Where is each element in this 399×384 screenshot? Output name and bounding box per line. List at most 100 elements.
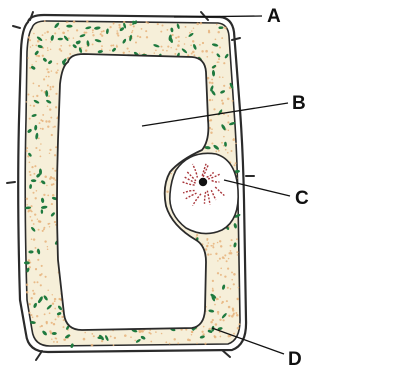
granule (193, 27, 194, 28)
granule (236, 298, 238, 300)
granule (210, 245, 212, 247)
granule (110, 45, 112, 47)
granule (47, 126, 49, 128)
granule (225, 149, 227, 151)
granule (53, 341, 55, 343)
granule (219, 258, 221, 260)
granule (44, 240, 46, 242)
granule (145, 21, 147, 23)
granule (161, 24, 163, 26)
granule (133, 25, 135, 27)
granule (40, 119, 42, 121)
granule (220, 274, 222, 276)
granule (217, 31, 219, 33)
granule (43, 78, 45, 80)
granule (50, 176, 52, 178)
granule (230, 252, 233, 255)
granule (39, 122, 41, 124)
granule (49, 108, 51, 110)
granule (29, 171, 31, 173)
granule (227, 98, 230, 101)
granule (33, 33, 35, 35)
granule (38, 85, 40, 87)
granule (52, 302, 54, 304)
granule (212, 280, 214, 282)
granule (230, 245, 232, 247)
granule (113, 344, 115, 346)
granule (41, 325, 43, 327)
granule (202, 333, 204, 335)
granule (56, 63, 58, 65)
granule (221, 100, 223, 102)
granule (93, 335, 95, 337)
granule (63, 338, 65, 340)
granule (228, 129, 230, 131)
granule (191, 334, 192, 335)
granule (44, 313, 46, 315)
granule (55, 179, 57, 181)
granule (185, 26, 187, 28)
granule (26, 198, 28, 200)
granule (60, 45, 62, 47)
granule (55, 338, 57, 340)
granule (233, 138, 235, 140)
granule (177, 44, 180, 47)
granule (35, 197, 37, 199)
granule (41, 265, 43, 267)
granule (34, 165, 36, 167)
granule (33, 292, 36, 295)
granule (32, 96, 34, 98)
granule (167, 29, 169, 31)
granule (43, 228, 45, 230)
granule (207, 77, 210, 80)
granule (214, 304, 216, 306)
granule (217, 272, 219, 274)
granule (220, 336, 222, 338)
granule (53, 177, 55, 179)
granule (215, 38, 217, 40)
granule (113, 23, 115, 25)
granule (39, 149, 41, 151)
granule (51, 203, 53, 205)
granule (52, 86, 54, 88)
granule (123, 52, 124, 53)
granule (206, 245, 208, 247)
granule (208, 328, 211, 331)
granule (187, 54, 189, 56)
granule (116, 46, 118, 48)
granule (51, 70, 52, 71)
wall-stub (13, 26, 20, 28)
granule (226, 300, 228, 302)
granule (233, 333, 235, 335)
granule (27, 57, 29, 59)
granule (219, 47, 221, 49)
granule (232, 308, 234, 310)
granule (31, 297, 33, 299)
granule (42, 114, 44, 116)
granule (217, 242, 219, 244)
granule (175, 48, 177, 50)
granule (135, 42, 137, 44)
granule (55, 71, 57, 73)
granule (222, 102, 224, 104)
granule (28, 312, 30, 314)
granule (222, 77, 223, 78)
granule (55, 146, 57, 148)
granule (193, 54, 195, 56)
granule (30, 46, 32, 48)
granule (61, 316, 63, 318)
granule (44, 20, 46, 22)
granule (32, 45, 34, 47)
granule (55, 93, 57, 95)
granule (52, 126, 53, 127)
granule (139, 53, 140, 54)
granule (233, 283, 235, 285)
granule (223, 258, 224, 259)
granule (54, 154, 56, 156)
granule (227, 268, 229, 270)
granule (40, 128, 42, 130)
granule (155, 49, 157, 51)
granule (221, 37, 223, 39)
granule (51, 322, 53, 324)
granule (237, 254, 239, 256)
